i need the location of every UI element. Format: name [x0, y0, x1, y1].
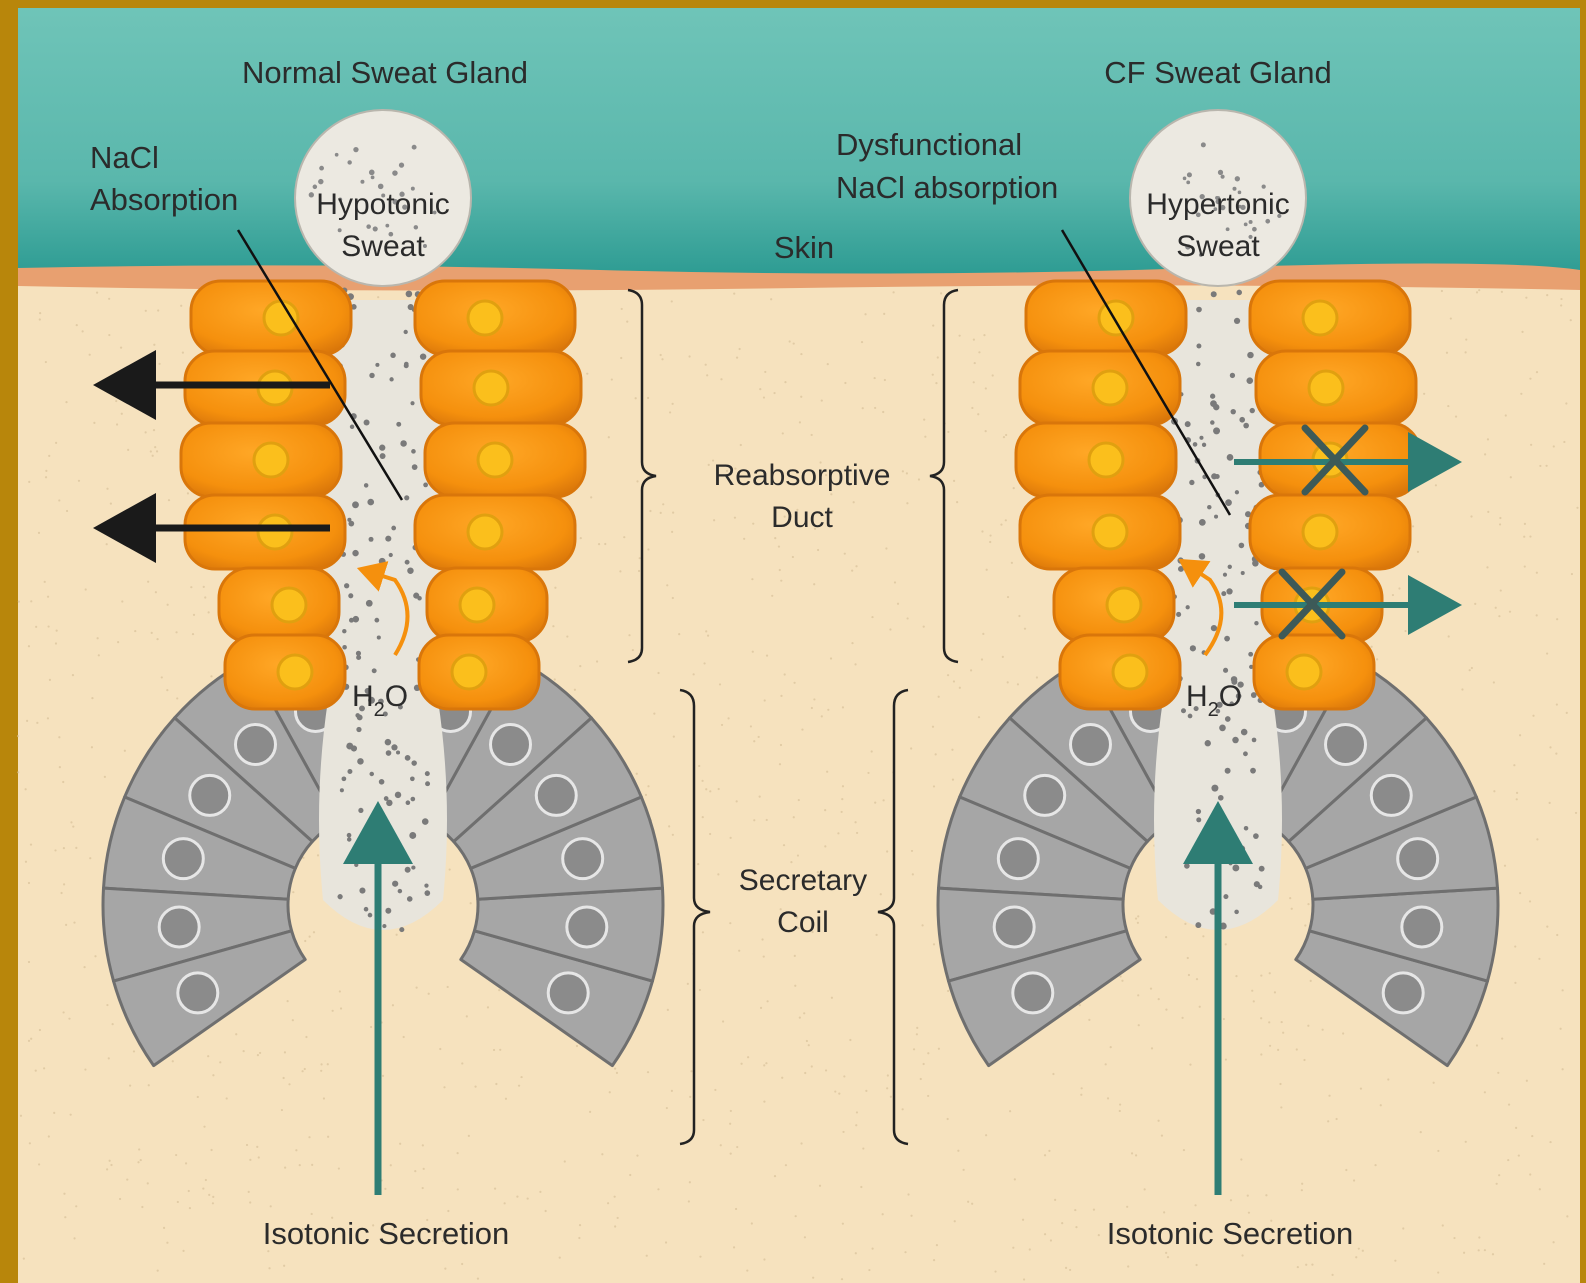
- coil-nucleus: [159, 907, 199, 947]
- coil-nucleus: [1398, 839, 1438, 879]
- coil-nucleus: [1025, 775, 1065, 815]
- coil-nucleus: [1326, 724, 1366, 764]
- coil-nucleus: [548, 973, 588, 1013]
- hypotonic-label-2: Sweat: [341, 230, 425, 263]
- secretary-label-1: Secretary: [739, 864, 867, 897]
- coil-nucleus: [1383, 973, 1423, 1013]
- skin-label: Skin: [774, 230, 834, 265]
- cf-gland-title: CF Sweat Gland: [1104, 55, 1331, 90]
- coil-nucleus: [1013, 973, 1053, 1013]
- duct-nucleus: [1089, 443, 1123, 477]
- duct-nucleus: [278, 655, 312, 689]
- duct-nucleus: [1113, 655, 1147, 689]
- hypertonic-label-1: Hypertonic: [1146, 188, 1289, 221]
- reabsorptive-label-2: Duct: [771, 501, 833, 534]
- coil-nucleus: [163, 839, 203, 879]
- coil-nucleus: [1070, 724, 1110, 764]
- coil-nucleus: [178, 973, 218, 1013]
- coil-nucleus: [1402, 907, 1442, 947]
- coil-nucleus: [567, 907, 607, 947]
- duct-nucleus: [474, 371, 508, 405]
- dysfunctional-label-1: Dysfunctional: [836, 127, 1022, 162]
- duct-nucleus: [452, 655, 486, 689]
- secretary-label-2: Coil: [777, 906, 829, 939]
- duct-nucleus: [468, 301, 502, 335]
- coil-nucleus: [536, 775, 576, 815]
- duct-nucleus: [254, 443, 288, 477]
- duct-nucleus: [258, 515, 292, 549]
- coil-nucleus: [563, 839, 603, 879]
- duct-nucleus: [468, 515, 502, 549]
- hypertonic-label-2: Sweat: [1176, 230, 1260, 263]
- coil-nucleus: [994, 907, 1034, 947]
- duct-nucleus: [1093, 515, 1127, 549]
- coil-nucleus: [190, 775, 230, 815]
- isotonic-label-left: Isotonic Secretion: [263, 1216, 509, 1251]
- duct-nucleus: [1099, 301, 1133, 335]
- nacl-absorption-label-2: Absorption: [90, 182, 238, 217]
- duct-nucleus: [1303, 301, 1337, 335]
- coil-nucleus: [998, 839, 1038, 879]
- dysfunctional-label-2: NaCl absorption: [836, 170, 1058, 205]
- duct-nucleus: [1303, 515, 1337, 549]
- duct-nucleus: [1309, 371, 1343, 405]
- isotonic-label-right: Isotonic Secretion: [1107, 1216, 1353, 1251]
- hypotonic-label-1: Hypotonic: [316, 188, 449, 221]
- reabsorptive-label-1: Reabsorptive: [714, 459, 891, 492]
- normal-gland-title: Normal Sweat Gland: [242, 55, 528, 90]
- duct-nucleus: [478, 443, 512, 477]
- duct-nucleus: [1107, 588, 1141, 622]
- coil-nucleus: [491, 724, 531, 764]
- duct-nucleus: [272, 588, 306, 622]
- nacl-absorption-label-1: NaCl: [90, 140, 159, 175]
- coil-nucleus: [235, 724, 275, 764]
- duct-nucleus: [1287, 655, 1321, 689]
- duct-nucleus: [1093, 371, 1127, 405]
- coil-nucleus: [1371, 775, 1411, 815]
- duct-nucleus: [460, 588, 494, 622]
